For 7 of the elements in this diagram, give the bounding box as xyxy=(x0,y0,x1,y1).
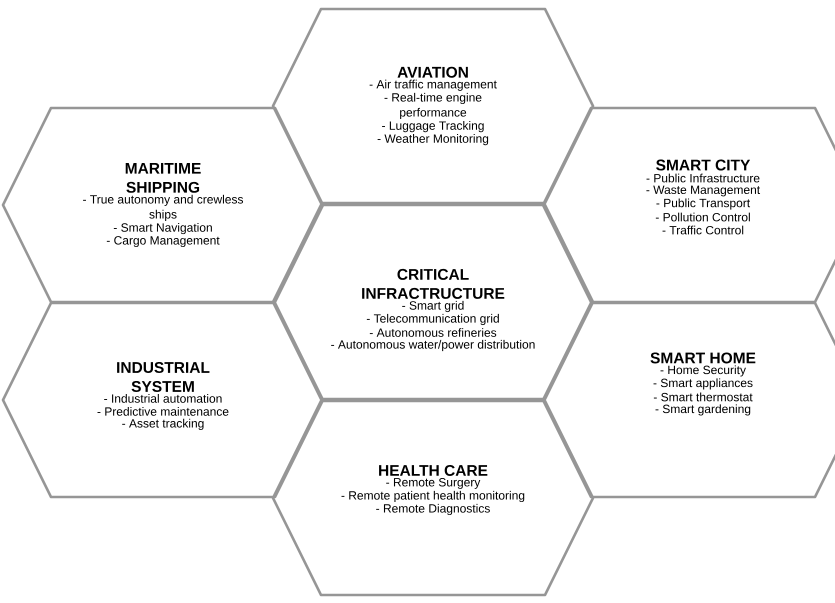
hexagon: CRITICAL INFRACTRUCTURE - Smart grid - Telecommunication grid - Autonomous refineries - Autonomous water/power distribution xyxy=(272,204,594,400)
hexagon: SMART HOME - Home Security - Smart appliances - Smart thermostat - Smart gardening xyxy=(542,302,835,498)
hexagon: HEALTH CARE - Remote Surgery - Remote patient health monitoring - Remote Diagnostics xyxy=(272,400,594,596)
hexagon: INDUSTRIAL SYSTEM - Industrial automation - Predictive maintenance - Asset tracking xyxy=(2,302,324,498)
hexagon: MARITIME SHIPPING - True autonomy and crewless ships - Smart Navigation - Cargo Management xyxy=(2,106,324,304)
hexagon: SMART CITY - Public Infrastructure - Waste Management - Public Transport - Pollution Control - Traffic Control xyxy=(542,106,835,304)
hexagon: AVIATION - Air traffic management - Real-time engine performance - Luggage Tracking - Weather Monitoring xyxy=(272,8,594,204)
